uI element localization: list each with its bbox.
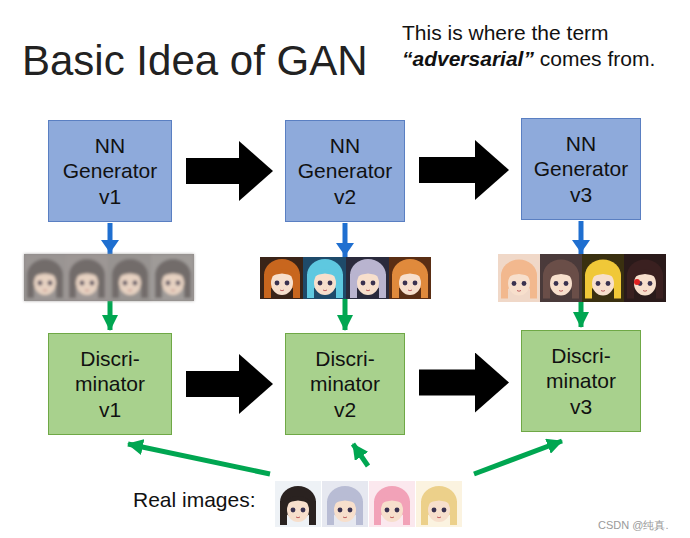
node-text-group: NN Generator v2: [298, 133, 393, 210]
node-text-group: Discri- minator v3: [546, 343, 616, 420]
node-label: NN Generator v2: [298, 133, 393, 210]
generated-images-v1: [24, 254, 194, 301]
node-text-group: NN Generator v1: [63, 133, 158, 210]
discriminator-box: Discri- minator v2: [285, 333, 405, 435]
node-label: NN Generator v1: [63, 133, 158, 210]
node-text-group: NN Generator v3: [534, 131, 629, 208]
diagram-title: Basic Idea of GAN: [22, 38, 368, 84]
real-images: [275, 481, 462, 527]
real-images-label: Real images:: [133, 487, 256, 513]
annotation-note: This is where the term “adversarial” com…: [402, 20, 684, 73]
real-image-arrows: [128, 441, 562, 474]
discriminator-box: Discri- minator v3: [521, 330, 641, 432]
block-arrow: [186, 371, 239, 397]
node-text-group: Discri- minator v2: [310, 346, 380, 423]
node-label: Discri- minator v3: [546, 343, 616, 420]
discriminator-box: Discri- minator v1: [48, 333, 172, 435]
node-label: Discri- minator v2: [310, 346, 380, 423]
block-arrow: [186, 158, 239, 184]
generator-output-arrowheads: [101, 240, 590, 256]
node-label: NN Generator v3: [534, 131, 629, 208]
generated-images-v2: [260, 257, 431, 299]
generated-images-v3: [498, 254, 666, 302]
watermark: CSDN @纯真.: [598, 519, 668, 533]
generator-box: NN Generator v2: [285, 120, 405, 222]
node-text-group: Discri- minator v1: [75, 346, 145, 423]
node-label: Discri- minator v1: [75, 346, 145, 423]
block-arrow: [419, 370, 475, 396]
generator-box: NN Generator v3: [521, 118, 641, 220]
block-arrow: [419, 157, 475, 183]
generator-box: NN Generator v1: [48, 120, 172, 222]
